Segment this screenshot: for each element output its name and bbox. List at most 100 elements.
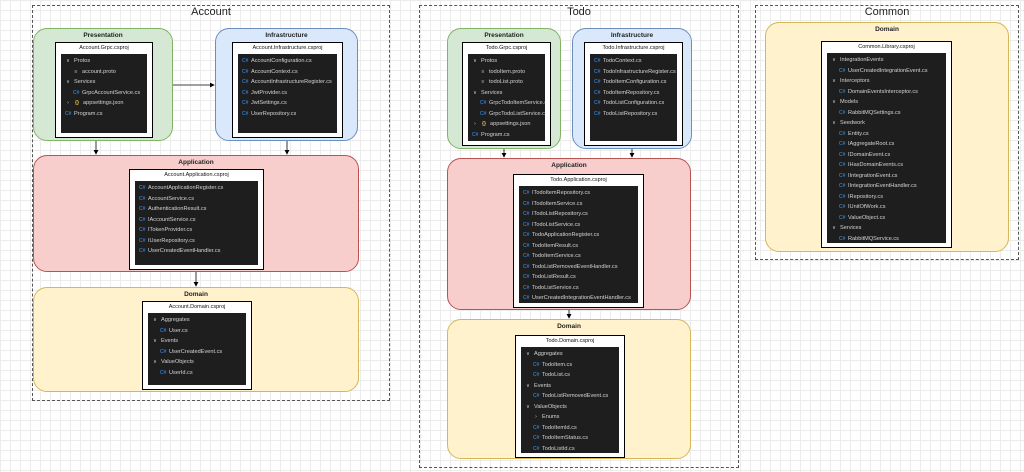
file-tree-item[interactable]: C#TodoListService.cs	[519, 283, 638, 294]
file-tree-item[interactable]: C#ITokenProvider.cs	[135, 225, 258, 236]
file-tree-item[interactable]: C#TodoItemStatus.cs	[521, 433, 619, 444]
file-tree-item[interactable]: C#IRepository.cs	[827, 192, 946, 203]
file-tree-item[interactable]: C#Entity.cs	[827, 129, 946, 140]
file-tree-item-label: ITodoItemService.cs	[532, 200, 583, 207]
file-tree-item[interactable]: C#TodoInfrastructureRegister.cs	[590, 67, 677, 78]
file-tree-item[interactable]: C#IDomainEvent.cs	[827, 150, 946, 161]
file-tree-item[interactable]: ∨ValueObjects	[148, 357, 246, 368]
file-tree-item[interactable]: C#GrpcTodoListService.cs	[468, 109, 545, 120]
file-tree-item[interactable]: C#DomainEventsInterceptor.cs	[827, 87, 946, 98]
file-tree-item[interactable]: C#AccountService.cs	[135, 194, 258, 205]
file-tree-item[interactable]: C#ValueObject.cs	[827, 213, 946, 224]
file-tree-item[interactable]: ≡todoItem.proto	[468, 67, 545, 78]
file-tree-item[interactable]: ›{}appsettings.json	[468, 119, 545, 130]
file-tree-item-label: UserCreatedEvent.cs	[169, 348, 223, 355]
file-tree-item[interactable]: C#RabbitMQService.cs	[827, 234, 946, 245]
file-tree-item[interactable]: C#UserCreatedIntegrationEvent.cs	[827, 66, 946, 77]
file-tree-item[interactable]: ∨Events	[521, 381, 619, 392]
file-tree-item[interactable]: C#GrpcTodoItemService.cs	[468, 98, 545, 109]
file-tree-item[interactable]: C#TodoApplicationRegister.cs	[519, 230, 638, 241]
file-tree-item[interactable]: ≡account.proto	[61, 67, 147, 78]
file-tree-item[interactable]: C#TodoListConfiguration.cs	[590, 98, 677, 109]
file-tree-item[interactable]: C#TodoList.cs	[521, 370, 619, 381]
file-tree-item[interactable]: C#IUserRepository.cs	[135, 236, 258, 247]
file-tree-item[interactable]: ∨IntegrationEvents	[827, 55, 946, 66]
file-tree-item-label: AccountApplicationRegister.cs	[148, 185, 224, 191]
file-tree-item[interactable]: C#TodoItemResult.cs	[519, 241, 638, 252]
file-tree-item[interactable]: C#TodoContext.cs	[590, 56, 677, 67]
file-tree-item-label: Enums	[542, 414, 560, 420]
file-tree-item[interactable]: C#IHasDomainEvents.cs	[827, 160, 946, 171]
file-tree-item[interactable]: C#Program.cs	[61, 109, 147, 120]
file-tree-item[interactable]: C#TodoItemConfiguration.cs	[590, 77, 677, 88]
file-tree-item[interactable]: C#TodoListResult.cs	[519, 272, 638, 283]
file-tree-item[interactable]: ∨Interceptors	[827, 76, 946, 87]
file-tree-item[interactable]: ›{}appsettings.json	[61, 98, 147, 109]
csharp-file-icon: C#	[242, 89, 249, 96]
file-tree-item[interactable]: ∨Aggregates	[521, 349, 619, 360]
file-tree-item[interactable]: C#GrpcAccountService.cs	[61, 88, 147, 99]
file-tree-item[interactable]: C#AccountApplicationRegister.cs	[135, 183, 258, 194]
file-tree-item-label: TodoItemRepository.cs	[603, 89, 660, 96]
file-tree-item[interactable]: C#ITodoListService.cs	[519, 220, 638, 231]
file-tree-item-label: Models	[840, 99, 859, 105]
file-tree-item[interactable]: ∨Services	[827, 223, 946, 234]
file-tree-item[interactable]: ∨Protos	[61, 56, 147, 67]
file-tree-item[interactable]: C#AuthenticationResult.cs	[135, 204, 258, 215]
csharp-file-icon: C#	[533, 424, 540, 431]
file-tree-item[interactable]: C#UserCreatedEventHandler.cs	[135, 246, 258, 257]
file-tree-item[interactable]: ∨Aggregates	[148, 315, 246, 326]
project-name: Account.Grpc.csproj	[79, 45, 129, 51]
file-tree-item[interactable]: C#AccountContext.cs	[238, 67, 337, 78]
file-tree-item-label: Protos	[481, 58, 498, 64]
file-tree-item[interactable]: C#RabbitMQSettings.cs	[827, 108, 946, 119]
file-tree-item[interactable]: C#Program.cs	[468, 130, 545, 141]
csharp-file-icon: C#	[839, 172, 846, 179]
file-tree-item[interactable]: C#IIntegrationEventHandler.cs	[827, 181, 946, 192]
csharp-file-icon: C#	[242, 110, 249, 117]
file-tree-item[interactable]: C#JwtSettings.cs	[238, 98, 337, 109]
csharp-file-icon: C#	[839, 214, 846, 221]
file-tree-item[interactable]: ∨Services	[468, 88, 545, 99]
file-tree-item[interactable]: C#ITodoListRepository.cs	[519, 209, 638, 220]
file-tree-item[interactable]: ∨Services	[61, 77, 147, 88]
file-tree-item[interactable]: C#TodoListRemovedEvent.cs	[521, 391, 619, 402]
chevron-down-icon: ∨	[832, 78, 836, 84]
file-tree-item-label: TodoList.cs	[542, 372, 570, 378]
file-tree-item[interactable]: C#UserId.cs	[148, 368, 246, 379]
csharp-file-icon: C#	[839, 109, 846, 116]
file-tree-item[interactable]: C#TodoItem.cs	[521, 360, 619, 371]
file-tree-item[interactable]: C#ITodoItemRepository.cs	[519, 188, 638, 199]
file-tree-item[interactable]: ∨Seedwork	[827, 118, 946, 129]
file-tree-item[interactable]: C#IAggregateRoot.cs	[827, 139, 946, 150]
file-tree-item[interactable]: C#IIntegrationEvent.cs	[827, 171, 946, 182]
file-tree-item[interactable]: ∨ValueObjects	[521, 402, 619, 413]
file-tree-item[interactable]: ≡todoList.proto	[468, 77, 545, 88]
file-tree-item[interactable]: C#TodoItemRepository.cs	[590, 88, 677, 99]
file-tree-item[interactable]: C#TodoListId.cs	[521, 444, 619, 455]
file-tree-item-label: IIntegrationEventHandler.cs	[848, 183, 917, 189]
file-tree-item[interactable]: ›Enums	[521, 412, 619, 423]
file-tree-item[interactable]: C#ITodoItemService.cs	[519, 199, 638, 210]
file-tree-item[interactable]: C#TodoItemId.cs	[521, 423, 619, 434]
file-tree-item-label: TodoItemResult.cs	[532, 242, 579, 249]
file-tree-item[interactable]: C#User.cs	[148, 326, 246, 337]
file-tree-item[interactable]: C#UserRepository.cs	[238, 109, 337, 120]
file-tree-item[interactable]: C#TodoListRemovedEventHandler.cs	[519, 262, 638, 273]
chevron-down-icon: ∨	[526, 382, 530, 389]
file-tree-item[interactable]: C#TodoListRepository.cs	[590, 109, 677, 120]
file-tree-item[interactable]: ∨Events	[148, 336, 246, 347]
file-tree-item[interactable]: C#AccountInfrastructureRegister.cs	[238, 77, 337, 88]
file-tree-item[interactable]: C#AccountConfiguration.cs	[238, 56, 337, 67]
file-tree-item[interactable]: C#UserCreatedIntegrationEventHandler.cs	[519, 293, 638, 304]
file-tree-item[interactable]: C#UserCreatedEvent.cs	[148, 347, 246, 358]
file-tree-item[interactable]: C#JwtProvider.cs	[238, 88, 337, 99]
file-tree-item[interactable]: ∨Protos	[468, 56, 545, 67]
file-tree-item-label: IRepository.cs	[848, 193, 884, 200]
csharp-file-icon: C#	[594, 89, 601, 96]
file-tree-item[interactable]: C#TodoItemService.cs	[519, 251, 638, 262]
file-tree-item[interactable]: ∨Models	[827, 97, 946, 108]
file-tree-item[interactable]: C#IUnitOfWork.cs	[827, 202, 946, 213]
file-tree-item[interactable]: C#IAccountService.cs	[135, 215, 258, 226]
